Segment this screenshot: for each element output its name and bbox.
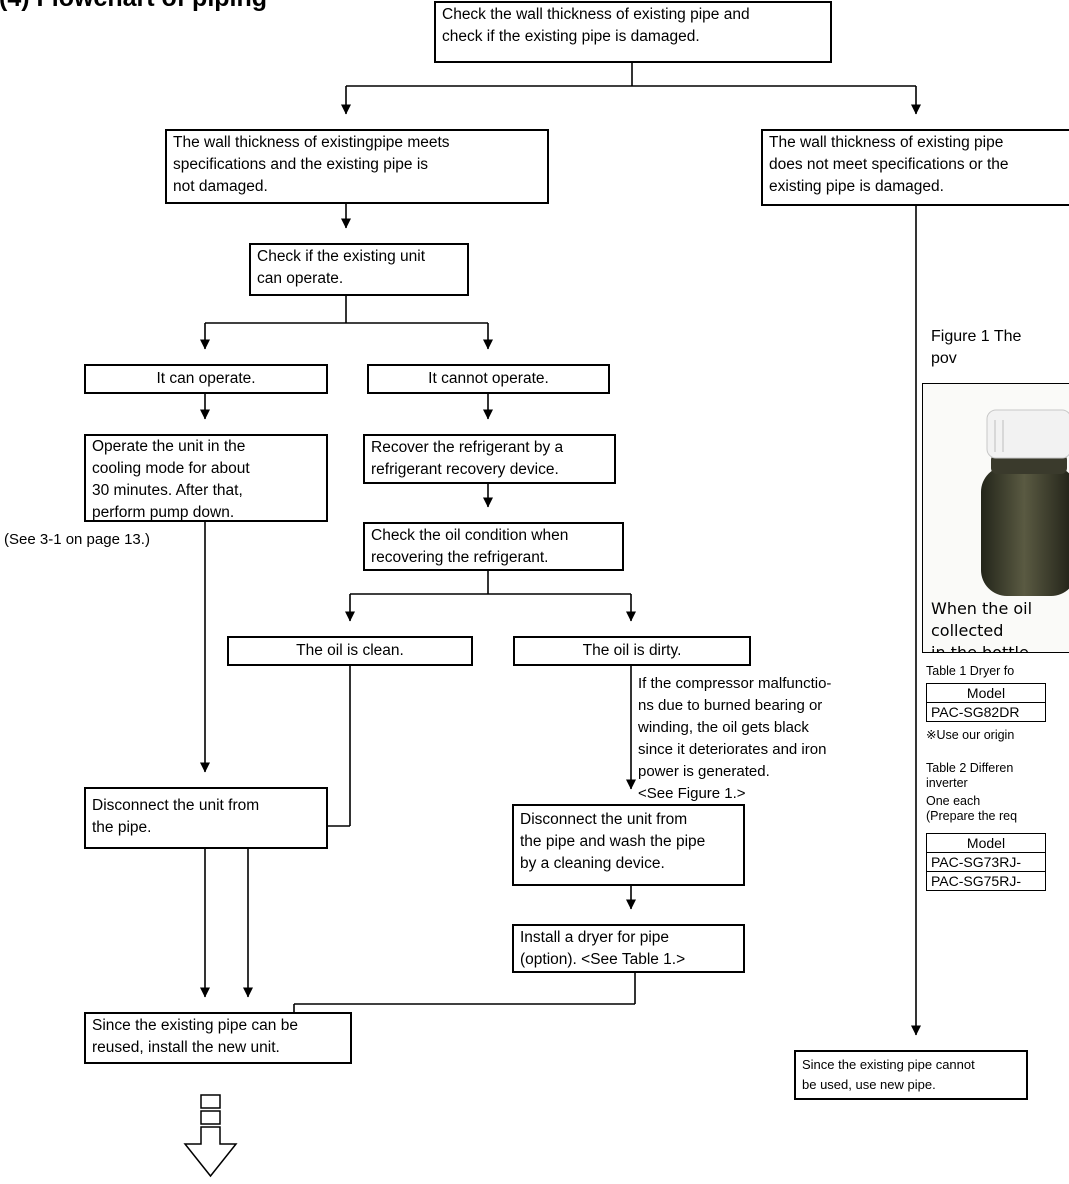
table1-header: Model <box>926 683 1046 703</box>
table2-title: Table 2 Differen inverter <box>926 761 1014 790</box>
not-meets-spec-box: The wall thickness of existing pipe does… <box>761 129 1069 206</box>
one-each-note: One each <box>926 794 981 808</box>
down-arrow-icon <box>183 1094 238 1178</box>
page-reference-note: (See 3-1 on page 13.) <box>4 531 150 548</box>
table2-header: Model <box>926 833 1046 853</box>
check-unit-operate-box: Check if the existing unit can operate. <box>249 243 469 296</box>
table1-title: Table 1 Dryer fo <box>926 664 1015 678</box>
cannot-operate-box: It cannot operate. <box>367 364 610 394</box>
check-wall-thickness-box: Check the wall thickness of existing pip… <box>434 1 832 63</box>
figure1-title: Figure 1 The pov <box>931 328 1022 367</box>
reuse-pipe-box: Since the existing pipe can be reused, i… <box>84 1012 352 1064</box>
check-oil-box: Check the oil condition when recovering … <box>363 522 624 571</box>
table1-row: PAC-SG82DR <box>926 702 1046 722</box>
compressor-malfunction-note: If the compressor malfunctio- ns due to … <box>638 675 832 802</box>
section-title: (4) Flowchart of piping <box>0 0 267 13</box>
table2-row: PAC-SG75RJ- <box>926 871 1046 891</box>
cooling-mode-box: Operate the unit in the cooling mode for… <box>84 434 328 522</box>
install-dryer-box: Install a dryer for pipe (option). <See … <box>512 924 745 973</box>
original-parts-note: ※Use our origin <box>926 728 1015 742</box>
recover-refrigerant-box: Recover the refrigerant by a refrigerant… <box>363 434 616 484</box>
oil-dirty-box: The oil is dirty. <box>513 636 751 666</box>
table2: Model PAC-SG73RJ- PAC-SG75RJ- <box>926 833 1046 891</box>
disconnect-unit-box: Disconnect the unit from the pipe. <box>84 787 328 849</box>
table1: Model PAC-SG82DR <box>926 683 1046 722</box>
oil-clean-box: The oil is clean. <box>227 636 473 666</box>
use-new-pipe-box: Since the existing pipe cannot be used, … <box>794 1050 1028 1100</box>
meets-spec-box: The wall thickness of existingpipe meets… <box>165 129 549 204</box>
photo-caption: When the oil collected in the bottle <box>931 599 1033 653</box>
can-operate-box: It can operate. <box>84 364 328 394</box>
prepare-note: (Prepare the req <box>926 809 1018 823</box>
oil-bottle-icon <box>981 409 1069 596</box>
table2-row: PAC-SG73RJ- <box>926 852 1046 872</box>
wash-pipe-box: Disconnect the unit from the pipe and wa… <box>512 804 745 886</box>
oil-bottle-photo: When the oil collected in the bottle <box>922 383 1069 653</box>
